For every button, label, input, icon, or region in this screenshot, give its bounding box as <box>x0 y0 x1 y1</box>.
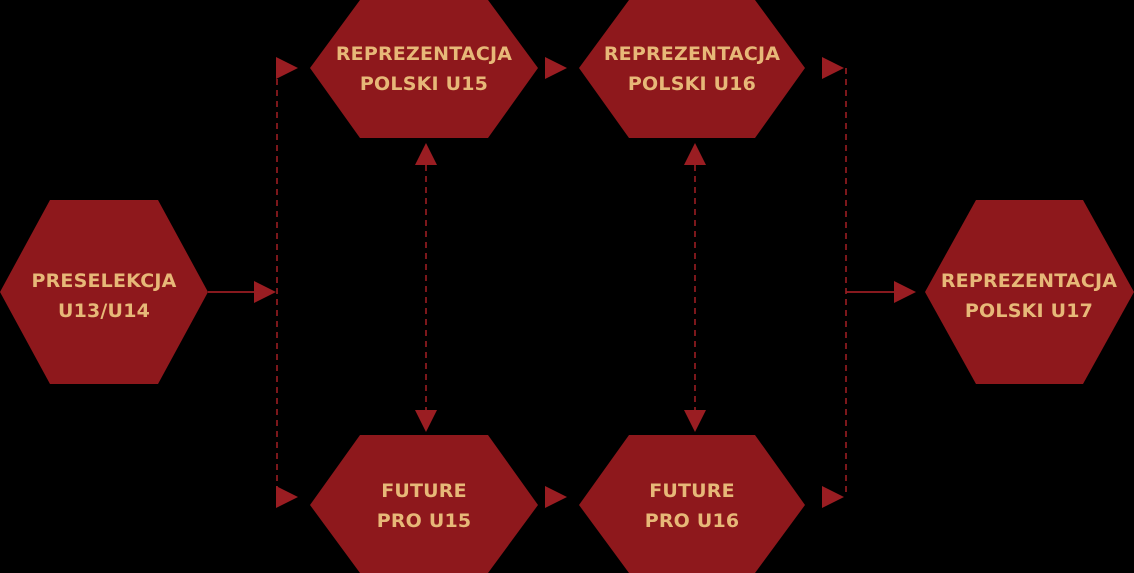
arrowhead-future-u16-out <box>822 486 844 508</box>
node-preselekcja-line2: U13/U14 <box>58 300 150 322</box>
arrowhead-to-rep-u15 <box>276 57 298 79</box>
arrowhead-to-rep-u17 <box>894 281 916 303</box>
arrowhead-u16-up <box>684 143 706 165</box>
arrowhead-u16-down <box>684 410 706 432</box>
node-preselekcja: PRESELEKCJA U13/U14 <box>0 200 208 384</box>
arrowhead-to-future-u15 <box>276 486 298 508</box>
node-future-u16-line2: PRO U16 <box>645 510 740 532</box>
node-future-u16-line1: FUTURE <box>649 480 735 502</box>
node-rep-u15: REPREZENTACJA POLSKI U15 <box>310 0 538 138</box>
arrowhead-future-u15-to-u16 <box>545 486 567 508</box>
arrowhead-u15-down <box>415 410 437 432</box>
node-future-u15-line2: PRO U15 <box>377 510 472 532</box>
node-future-u16: FUTURE PRO U16 <box>579 435 805 573</box>
node-future-u15: FUTURE PRO U15 <box>310 435 538 573</box>
node-rep-u17-line2: POLSKI U17 <box>965 300 1093 322</box>
arrowhead-u15-up <box>415 143 437 165</box>
node-rep-u17: REPREZENTACJA POLSKI U17 <box>925 200 1134 384</box>
node-rep-u16-line1: REPREZENTACJA <box>604 43 780 65</box>
connectors <box>208 57 916 508</box>
arrowhead-rep-u16-out <box>822 57 844 79</box>
node-future-u15-line1: FUTURE <box>381 480 467 502</box>
arrowhead-rep-u15-to-u16 <box>545 57 567 79</box>
node-rep-u15-line2: POLSKI U15 <box>360 73 488 95</box>
node-rep-u16-line2: POLSKI U16 <box>628 73 756 95</box>
node-preselekcja-line1: PRESELEKCJA <box>31 270 176 292</box>
arrowhead-to-split <box>254 281 276 303</box>
node-rep-u17-line1: REPREZENTACJA <box>941 270 1117 292</box>
node-rep-u15-line1: REPREZENTACJA <box>336 43 512 65</box>
node-rep-u16: REPREZENTACJA POLSKI U16 <box>579 0 805 138</box>
